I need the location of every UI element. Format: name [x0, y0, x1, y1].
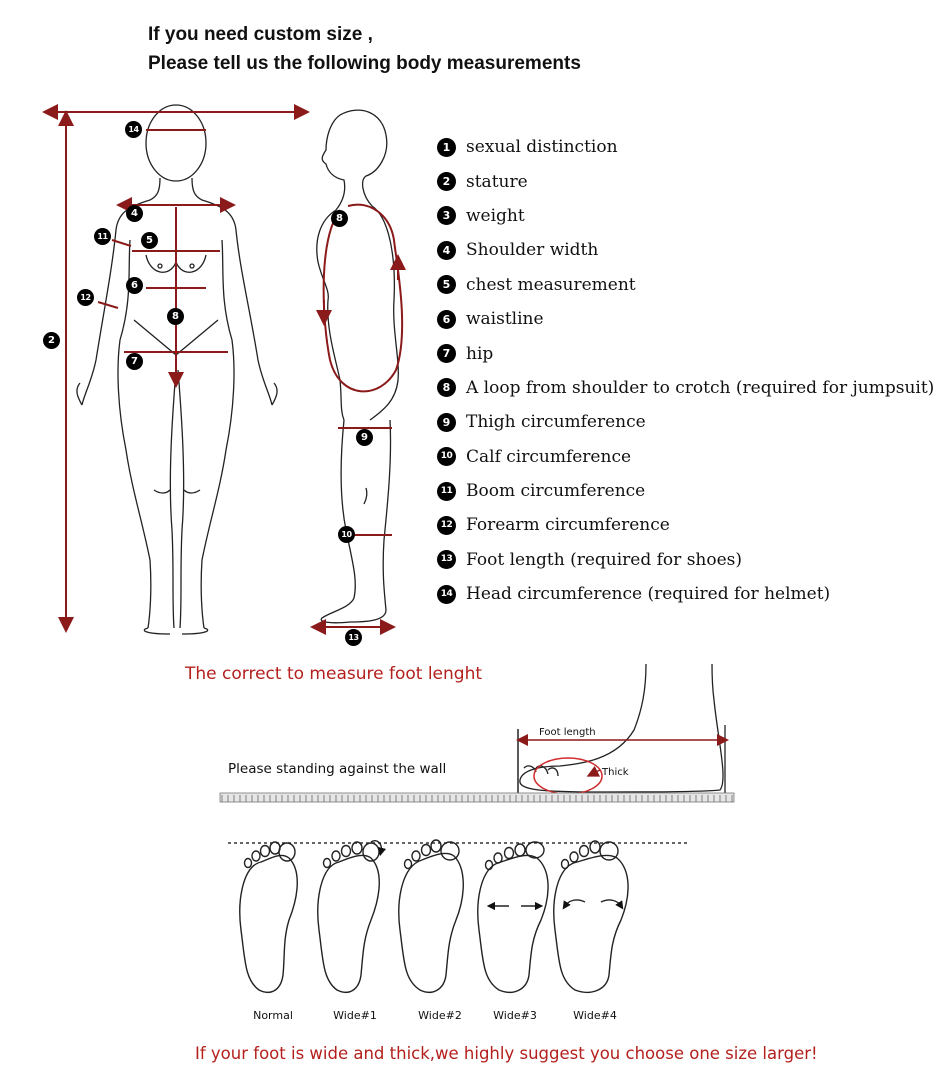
footprints	[239, 839, 629, 993]
measurement-legend: 1 sexual distinction 2 stature 3 weight 4 Sh…	[437, 130, 947, 611]
legend-item: 5 chest measurement	[437, 268, 947, 302]
legend-label: Foot length (required for shoes)	[466, 549, 743, 570]
legend-item: 6 waistline	[437, 302, 947, 336]
legend-number: 4	[437, 240, 456, 260]
legend-item: 8 A loop from shoulder to crotch (require…	[437, 371, 947, 405]
legend-label: stature	[466, 171, 528, 192]
footprint-normal	[239, 841, 298, 993]
width-label-wide4: Wide#4	[573, 1009, 617, 1022]
wall-instruction: Please standing against the wall	[228, 761, 447, 777]
footprint-wide1	[317, 840, 387, 993]
legend-number: 12	[437, 515, 456, 535]
width-label-wide1: Wide#1	[333, 1009, 377, 1022]
side-figure	[316, 109, 399, 624]
legend-item: 7 hip	[437, 336, 947, 370]
footprint-wide3	[477, 841, 549, 993]
legend-label: chest measurement	[466, 274, 636, 295]
legend-item: 4 Shoulder width	[437, 233, 947, 267]
legend-label: sexual distinction	[466, 137, 618, 158]
footprint-wide2	[398, 839, 464, 993]
width-label-wide2: Wide#2	[418, 1009, 462, 1022]
foot-length-measure	[516, 729, 729, 795]
legend-label: Thigh circumference	[466, 412, 646, 433]
legend-label: Calf circumference	[466, 446, 632, 467]
legend-number: 5	[437, 275, 456, 295]
side-measure-lines	[310, 203, 406, 635]
legend-label: weight	[466, 205, 525, 226]
legend-label: Boom circumference	[466, 481, 646, 502]
legend-number: 3	[437, 206, 456, 226]
legend-number: 14	[437, 584, 456, 604]
instruction-line-2: Please tell us the following body measur…	[148, 53, 581, 74]
size-advice: If your foot is wide and thick,we highly…	[195, 1044, 818, 1063]
legend-number: 1	[437, 137, 456, 157]
legend-item: 9 Thigh circumference	[437, 405, 947, 439]
foot-measure-title: The correct to measure foot lenght	[185, 664, 483, 684]
marker-13: 13	[345, 629, 362, 646]
marker-7: 7	[126, 353, 143, 370]
legend-label: Shoulder width	[466, 240, 599, 261]
legend-label: Forearm circumference	[466, 515, 670, 536]
marker-6: 6	[126, 277, 143, 294]
marker-12: 12	[77, 289, 94, 306]
legend-number: 9	[437, 412, 456, 432]
marker-8-side: 8	[331, 210, 348, 227]
instruction-line-1: If you need custom size ,	[148, 24, 373, 45]
front-measure-lines	[42, 104, 310, 633]
legend-label: A loop from shoulder to crotch (required…	[466, 377, 935, 398]
marker-5: 5	[141, 232, 158, 249]
marker-11: 11	[94, 228, 111, 245]
legend-number: 8	[437, 378, 456, 398]
legend-item: 14 Head circumference (required for helme…	[437, 577, 947, 611]
width-label-normal: Normal	[253, 1009, 293, 1022]
legend-number: 2	[437, 172, 456, 192]
marker-8: 8	[167, 308, 184, 325]
legend-number: 10	[437, 447, 456, 467]
thick-label: Thick	[601, 767, 629, 778]
legend-number: 6	[437, 309, 456, 329]
marker-4: 4	[126, 205, 143, 222]
legend-item: 13 Foot length (required for shoes)	[437, 543, 947, 577]
legend-label: Head circumference (required for helmet)	[466, 584, 831, 605]
marker-2: 2	[43, 332, 60, 349]
legend-number: 11	[437, 481, 456, 501]
legend-item: 1 sexual distinction	[437, 130, 947, 164]
legend-item: 12 Forearm circumference	[437, 508, 947, 542]
width-label-wide3: Wide#3	[493, 1009, 537, 1022]
legend-item: 10 Calf circumference	[437, 440, 947, 474]
marker-10: 10	[338, 526, 355, 543]
foot-length-label: Foot length	[539, 727, 596, 738]
legend-label: hip	[466, 343, 494, 364]
legend-item: 3 weight	[437, 199, 947, 233]
footprint-wide4	[553, 840, 629, 993]
legend-label: waistline	[466, 309, 544, 330]
marker-9: 9	[356, 429, 373, 446]
legend-number: 13	[437, 550, 456, 570]
legend-item: 2 stature	[437, 164, 947, 198]
ground-bar	[219, 792, 735, 803]
marker-14: 14	[125, 121, 142, 138]
legend-item: 11 Boom circumference	[437, 474, 947, 508]
legend-number: 7	[437, 344, 456, 364]
